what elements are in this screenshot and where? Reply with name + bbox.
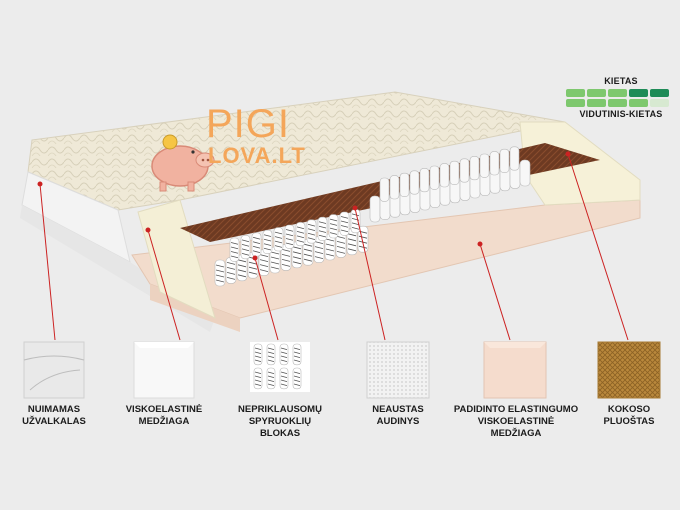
swatch-coconut-fiber [597, 341, 661, 399]
pocket-spring-covered [389, 175, 400, 200]
firmness-bar [608, 99, 627, 107]
leader-line-pink-foam [479, 243, 511, 341]
callout-coconut-fiber: KOKOSO PLUOŠTAS [594, 338, 664, 428]
pocket-spring-covered [469, 156, 480, 181]
pocket-spring-coil [266, 367, 276, 390]
pocket-spring-coil [295, 222, 306, 247]
pocket-spring-coil [229, 237, 240, 262]
pocket-spring-coil [291, 241, 303, 269]
leader-dot-fabric [352, 205, 358, 211]
pocket-spring-covered [499, 148, 510, 173]
pocket-spring-covered [439, 163, 450, 188]
firmness-bar [650, 99, 669, 107]
firmness-bar [587, 99, 606, 107]
pocket-spring-coil [266, 343, 276, 366]
callout-pocket-springs-caption: NEPRIKLAUSOMŲ SPYRUOKLIŲ BLOKAS [238, 404, 322, 439]
piggy-bank-logo [151, 134, 215, 192]
leader-dot-cover [37, 181, 43, 187]
pocket-spring-covered [419, 168, 430, 193]
pocket-spring-covered [489, 151, 500, 176]
brand-logo: PIGI LOVA.LT [206, 104, 306, 168]
leader-line-coconut [567, 153, 629, 341]
pocket-spring-coil [284, 224, 295, 249]
callout-high-elastic-foam-caption: PADIDINTO ELASTINGUMO VISKOELASTINĖ MEDŽ… [453, 404, 579, 439]
pocket-spring-covered [369, 195, 381, 223]
swatch-high-elastic-foam [483, 341, 547, 399]
leader-dot-pink-foam [477, 241, 483, 247]
pocket-spring-coil [214, 259, 226, 287]
pocket-spring-coil [324, 233, 336, 261]
pocket-spring-block [214, 146, 531, 287]
pocket-spring-coil [335, 231, 347, 258]
swatch-memory-foam [133, 341, 195, 399]
callout-nonwoven-fabric-caption: NEAUSTAS AUDINYS [372, 404, 424, 427]
pocket-spring-covered [519, 159, 531, 187]
callout-cover: NUIMAMAS UŽVALKALAS [14, 338, 94, 428]
pocket-spring-coil [240, 235, 251, 260]
pocket-spring-coil [350, 209, 361, 234]
firmness-bars [566, 89, 676, 107]
firmness-bar [629, 89, 648, 97]
leader-line-memory-foam [147, 229, 181, 341]
pocket-spring-coil [273, 227, 284, 252]
callout-coconut-fiber-caption: KOKOSO PLUOŠTAS [603, 404, 655, 427]
firmness-top-label: KIETAS [604, 76, 638, 86]
pocket-spring-covered [429, 165, 440, 190]
pocket-spring-covered [509, 146, 520, 171]
swatch-pocket-springs [250, 342, 310, 392]
firmness-bar [587, 89, 606, 97]
logo-lova-text: LOVA.LT [208, 143, 306, 168]
leader-line-cover [39, 183, 56, 341]
pocket-spring-coil [253, 343, 263, 366]
firmness-scale: KIETAS VIDUTINIS-KIETAS [566, 76, 676, 119]
pocket-spring-coil [253, 367, 263, 390]
pocket-spring-coil [339, 211, 350, 236]
leader-line-springs [254, 257, 279, 341]
callout-memory-foam: VISKOELASTINĖ MEDŽIAGA [114, 338, 214, 428]
pocket-spring-covered [379, 177, 390, 202]
pocket-spring-coil [302, 238, 314, 266]
firmness-bar [566, 99, 585, 107]
firmness-bottom-label: VIDUTINIS-KIETAS [579, 109, 663, 119]
firmness-bar [608, 89, 627, 97]
leader-lines [37, 151, 629, 341]
pocket-spring-covered [479, 153, 490, 178]
callout-cover-caption: NUIMAMAS UŽVALKALAS [22, 404, 86, 427]
pocket-spring-coil [279, 367, 289, 390]
leader-line-fabric [354, 207, 386, 341]
pocket-spring-coil [317, 216, 328, 241]
leader-dot-springs [252, 255, 258, 261]
pocket-spring-covered [399, 172, 410, 197]
pocket-spring-coil [306, 219, 317, 244]
leader-dot-coconut [565, 151, 571, 157]
logo-pigi-text: PIGI [206, 102, 291, 146]
pocket-spring-covered [409, 170, 420, 195]
leader-dot-memory-foam [145, 227, 151, 233]
pocket-spring-coil [313, 236, 325, 263]
callout-memory-foam-caption: VISKOELASTINĖ MEDŽIAGA [125, 404, 203, 427]
callout-pocket-springs: NEPRIKLAUSOMŲ SPYRUOKLIŲ BLOKAS [226, 338, 334, 440]
pocket-spring-coil [279, 343, 289, 366]
pocket-spring-coil [292, 343, 302, 366]
firmness-bar [629, 99, 648, 107]
pocket-spring-coil [292, 367, 302, 390]
pocket-spring-coil [251, 232, 262, 257]
firmness-bar [566, 89, 585, 97]
firmness-bar [650, 89, 669, 97]
pocket-spring-coil [328, 214, 339, 239]
pocket-spring-covered [449, 160, 460, 185]
callout-nonwoven-fabric: NEAUSTAS AUDINYS [358, 338, 438, 428]
swatch-cover [23, 341, 85, 399]
pocket-spring-coil [236, 254, 248, 282]
swatch-nonwoven-fabric [366, 341, 430, 399]
callout-high-elastic-foam: PADIDINTO ELASTINGUMO VISKOELASTINĖ MEDŽ… [448, 338, 584, 440]
pocket-spring-covered [459, 158, 470, 183]
pocket-spring-coil [262, 229, 273, 254]
